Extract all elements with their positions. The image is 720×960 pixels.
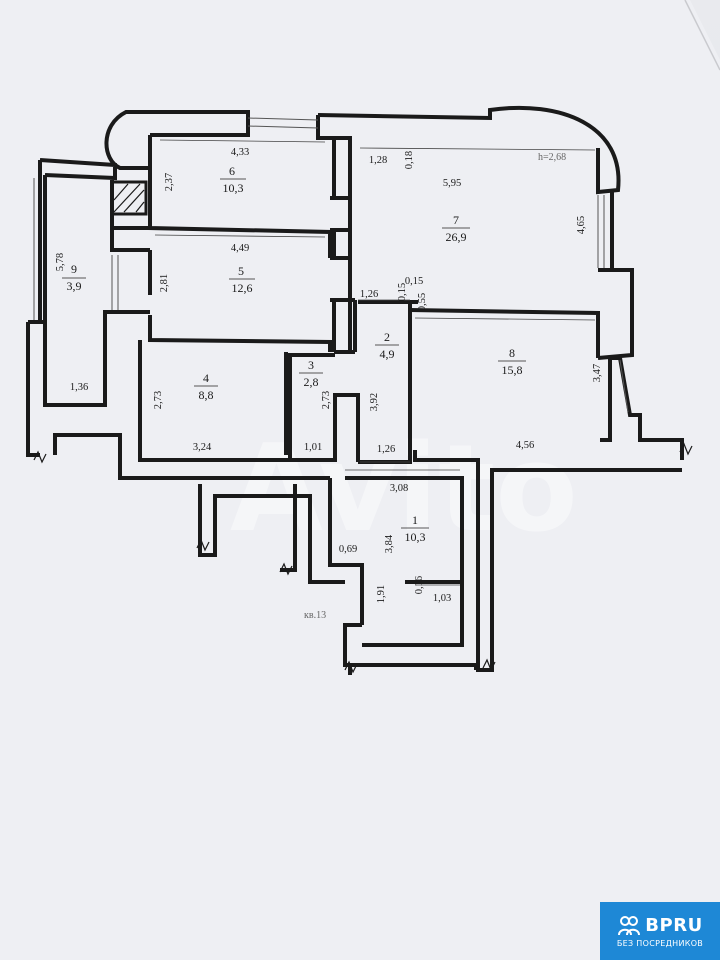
dim-2-81: 2,81 xyxy=(159,274,170,292)
dim-0-15-a: 0,15 xyxy=(397,283,408,301)
room-1-area: 10,3 xyxy=(405,530,426,544)
dim-0-55: 0,55 xyxy=(417,293,428,311)
room-7-number: 7 xyxy=(453,213,459,227)
dim-0-69: 0,69 xyxy=(339,544,357,555)
dim-1-26-bottom: 1,26 xyxy=(377,444,395,455)
dim-1-28: 1,28 xyxy=(369,155,387,166)
dim-0-15-b: 0,15 xyxy=(405,276,423,287)
break-marks xyxy=(33,442,693,674)
room-6-area: 10,3 xyxy=(223,181,244,195)
dim-4-33: 4,33 xyxy=(231,147,249,158)
dim-1-01: 1,01 xyxy=(304,442,322,453)
room-2-number: 2 xyxy=(384,330,390,344)
room-labels: 6 10,3 5 12,6 7 26,9 9 3,9 2 4,9 8 15,8 … xyxy=(62,164,526,544)
room-9-area: 3,9 xyxy=(67,279,82,293)
dimension-labels: 4,33 2,37 4,49 2,81 5,78 1,36 2,73 3,24 … xyxy=(55,147,603,604)
dim-2-73-right: 2,73 xyxy=(321,391,332,409)
hatch-lines xyxy=(113,183,145,213)
dim-5-78: 5,78 xyxy=(55,253,66,271)
room-4-number: 4 xyxy=(203,371,209,385)
dim-1-26-top: 1,26 xyxy=(360,289,378,300)
room-2-area: 4,9 xyxy=(380,347,395,361)
dimension-lines xyxy=(154,139,596,586)
dim-1-36: 1,36 xyxy=(70,382,88,393)
dim-2-73-left: 2,73 xyxy=(153,391,164,409)
dim-5-95: 5,95 xyxy=(443,178,461,189)
dim-3-24: 3,24 xyxy=(193,442,212,453)
badge-subtitle: БЕЗ ПОСРЕДНИКОВ xyxy=(616,938,704,948)
dim-3-47: 3,47 xyxy=(592,364,603,382)
paper-fold-line xyxy=(684,0,720,71)
room-9-number: 9 xyxy=(71,262,77,276)
people-icon xyxy=(618,915,641,935)
room-8-number: 8 xyxy=(509,346,515,360)
room-1-number: 1 xyxy=(412,513,418,527)
room-7-area: 26,9 xyxy=(446,230,467,244)
windows xyxy=(33,117,629,413)
room-4-area: 8,8 xyxy=(199,388,214,402)
dim-4-56: 4,56 xyxy=(516,440,534,451)
dim-1-91: 1,91 xyxy=(376,585,387,603)
apartment-label: кв.13 xyxy=(304,610,326,621)
room-8-area: 15,8 xyxy=(502,363,523,377)
bpru-badge[interactable]: BPRU БЕЗ ПОСРЕДНИКОВ xyxy=(600,902,720,960)
dim-4-49: 4,49 xyxy=(231,243,249,254)
dim-1-03: 1,03 xyxy=(433,593,451,604)
dim-4-65: 4,65 xyxy=(576,216,587,234)
room-3-number: 3 xyxy=(308,358,314,372)
dim-3-08: 3,08 xyxy=(390,483,408,494)
dim-3-92: 3,92 xyxy=(369,393,380,411)
dim-2-37: 2,37 xyxy=(164,173,175,191)
dim-0-16: 0,16 xyxy=(414,576,425,594)
room-5-area: 12,6 xyxy=(232,281,253,295)
badge-title: BPRU xyxy=(645,915,703,936)
dim-3-84: 3,84 xyxy=(384,534,395,553)
room-6-number: 6 xyxy=(229,164,235,178)
dim-0-18: 0,18 xyxy=(404,151,415,169)
hatched-column xyxy=(110,180,148,216)
room-5-number: 5 xyxy=(238,264,244,278)
room-3-area: 2,8 xyxy=(304,375,319,389)
ceiling-height-note: h=2,68 xyxy=(538,152,566,163)
badge-top-row: BPRU xyxy=(617,915,702,937)
